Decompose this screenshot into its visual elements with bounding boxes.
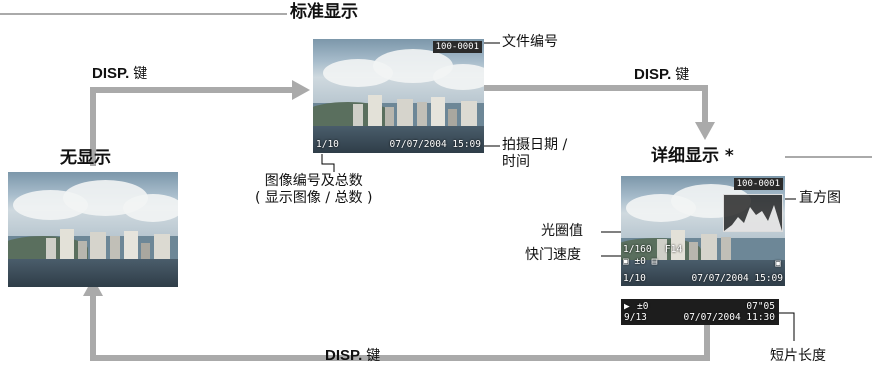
arrow-standard-to-detailed <box>484 85 708 126</box>
movie-datetime: 07/07/2004 11:30 <box>683 312 775 323</box>
detailed-frame-count: 1/10 <box>623 273 646 284</box>
detailed-display-photo: 100-0001 1/160 F14 ▣ ±0 ▤ 1/10 07/07/200… <box>621 176 785 286</box>
histogram-graphic <box>723 194 783 232</box>
standard-frame-count: 1/10 <box>316 139 339 150</box>
movie-frame-count: 9/13 <box>624 312 647 323</box>
disp-key-label-right: DISP.键 <box>634 66 690 83</box>
detailed-exposure: ▣ ±0 ▤ <box>623 256 658 267</box>
detailed-datetime: 07/07/2004 15:09 <box>691 273 783 284</box>
no-display-photo <box>8 172 178 287</box>
disp-key-label-left: DISP.键 <box>92 65 148 82</box>
disp-key-label-bottom: DISP.键 <box>325 347 381 364</box>
standard-display-photo: 100-0001 1/10 07/07/2004 15:09 <box>313 39 484 153</box>
detailed-shutter-speed: 1/160 <box>623 244 652 255</box>
movie-info-strip: ▶ ±0 07"05 9/13 07/07/2004 11:30 <box>621 299 779 325</box>
shutter-speed-label: 快门速度 <box>525 247 581 263</box>
arrow-none-to-standard <box>90 87 300 166</box>
aperture-value-label: 光圈值 <box>541 223 583 239</box>
arrow-detailed-to-none <box>90 292 710 361</box>
arrowhead-detailed-to-none <box>83 278 103 296</box>
file-number-label: 文件编号 <box>502 34 558 50</box>
movie-exposure: ±0 <box>637 301 649 312</box>
arrowhead-standard-to-detailed <box>695 122 715 140</box>
protect-icon: ▣ <box>775 258 781 269</box>
detailed-file-number: 100-0001 <box>733 178 783 190</box>
arrowhead-none-to-standard <box>292 80 310 100</box>
image-number-label: 图像编号及总数 ( 显示图像 / 总数 ) <box>255 173 373 206</box>
standard-display-title: 标准显示 <box>290 2 358 22</box>
detailed-display-title: 详细显示 * <box>651 146 734 166</box>
no-display-title: 无显示 <box>60 148 111 168</box>
movie-length-label: 短片长度 <box>770 348 826 364</box>
histogram-label: 直方图 <box>799 190 841 206</box>
standard-datetime: 07/07/2004 15:09 <box>389 139 481 150</box>
detailed-aperture: F14 <box>665 244 683 255</box>
shooting-datetime-label: 拍摄日期 / 时间 <box>502 137 568 170</box>
movie-icon: ▶ <box>624 301 630 312</box>
movie-length-value: 07"05 <box>746 301 775 312</box>
standard-file-number: 100-0001 <box>432 41 482 53</box>
